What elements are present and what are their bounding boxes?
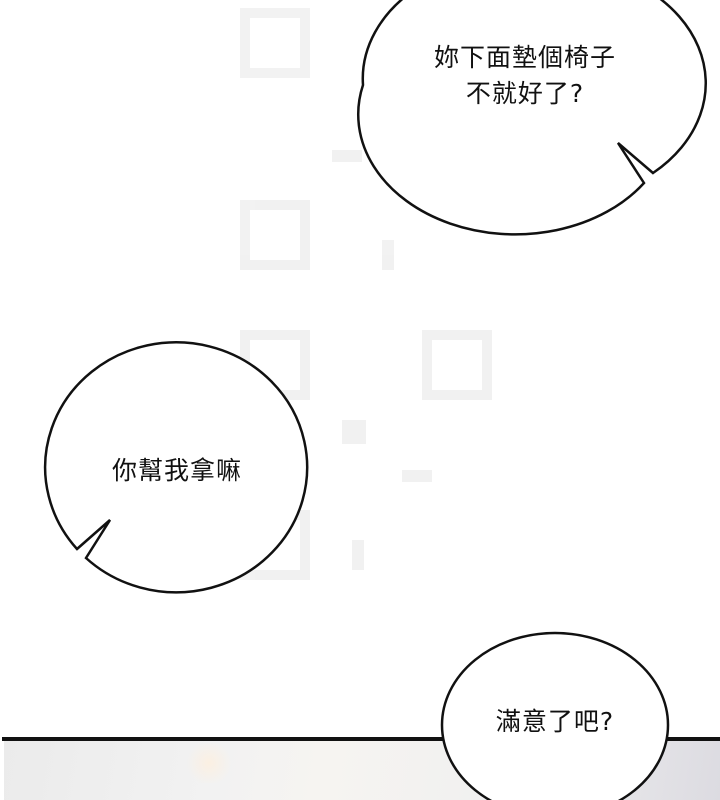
bubble-text-top-right: 妳下面墊個椅子 不就好了? <box>395 40 655 112</box>
bubble-text-bottom-right: 滿意了吧? <box>470 704 640 740</box>
qr-module <box>352 540 364 570</box>
bubble-line: 你幫我拿嘛 <box>111 456 242 485</box>
qr-module <box>402 470 432 482</box>
bubble-line: 妳下面墊個椅子 <box>433 43 616 72</box>
qr-module <box>382 240 394 270</box>
qr-finder-pattern <box>422 330 492 400</box>
qr-finder-pattern <box>240 200 310 270</box>
qr-module <box>332 150 362 162</box>
light-glow <box>184 743 234 783</box>
speech-bubble-bottom-right <box>440 631 670 800</box>
bubble-line: 不就好了? <box>465 79 585 108</box>
qr-finder-pattern <box>240 8 310 78</box>
speech-bubble-top-right <box>357 0 707 236</box>
qr-module <box>342 420 366 444</box>
speech-bubble-left <box>43 341 309 594</box>
bubble-line: 滿意了吧? <box>495 707 615 736</box>
bubble-text-left: 你幫我拿嘛 <box>82 453 272 489</box>
